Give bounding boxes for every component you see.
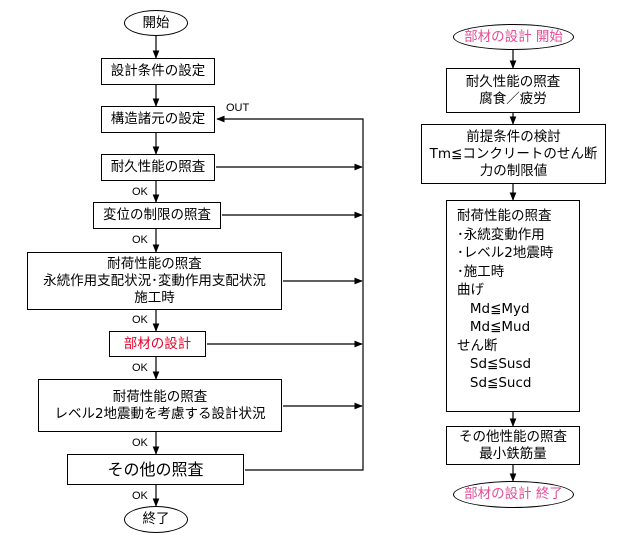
load-detail-line: Sd≦Sucd	[457, 374, 532, 391]
load-check-construction: 施工時	[134, 289, 175, 306]
load-detail-line: Md≦Myd	[457, 300, 530, 317]
other-performance-box: その他性能の照査 最小鉄筋量	[446, 426, 580, 465]
load-detail-line: Sd≦Susd	[457, 356, 532, 372]
ok-label-5: OK	[132, 437, 148, 449]
ok-label-3: OK	[132, 314, 148, 326]
load-detail-line: 曲げ	[457, 282, 484, 298]
load-detail-line: ･永続変動作用	[457, 226, 545, 243]
design-conditions-label: 設計条件の設定	[110, 63, 206, 79]
structural-specs-box: 構造諸元の設定	[101, 106, 215, 133]
start-label: 開始	[142, 14, 170, 31]
seismic-check-condition: レベル2地震動を考慮する設計状況	[54, 405, 266, 422]
load-detail-line: 耐荷性能の照査	[457, 208, 552, 224]
load-check-conditions: 永続作用支配状況･変動作用支配状況	[43, 272, 266, 289]
structural-specs-label: 構造諸元の設定	[110, 111, 206, 127]
member-design-label: 部材の設計	[123, 335, 192, 352]
member-design-box: 部材の設計	[109, 331, 206, 357]
load-detail-line: せん断	[457, 337, 498, 354]
member-design-start-terminal: 部材の設計 開始	[453, 24, 574, 50]
ok-label-4: OK	[132, 362, 148, 374]
other-check-box: その他の照査	[67, 454, 244, 485]
seismic-check-box: 耐荷性能の照査 レベル2地震動を考慮する設計状況	[38, 379, 282, 432]
other-check-label: その他の照査	[107, 460, 204, 479]
ok-label-2: OK	[132, 234, 148, 246]
start-terminal: 開始	[124, 10, 188, 36]
durability-detail-right: 腐食／疲労	[479, 90, 547, 107]
member-design-end-terminal: 部材の設計 終了	[453, 481, 574, 508]
end-label: 終了	[142, 511, 170, 527]
premise-condition: Tm≦コンクリートのせん断	[429, 145, 598, 162]
load-check-detail-box: 耐荷性能の照査 ･永続変動作用 ･レベル2地震時 ･施工時 曲げ Md≦Myd …	[446, 200, 580, 412]
load-check-title: 耐荷性能の照査	[107, 255, 202, 272]
load-detail-line: ･レベル2地震時	[457, 245, 554, 261]
seismic-check-title: 耐荷性能の照査	[112, 388, 208, 405]
member-design-start-label: 部材の設計 開始	[464, 28, 563, 45]
out-label: OUT	[226, 102, 250, 114]
displacement-limit-label: 変位の制限の照査	[103, 207, 211, 223]
load-check-box: 耐荷性能の照査 永続作用支配状況･変動作用支配状況 施工時	[27, 252, 282, 310]
end-terminal: 終了	[124, 506, 188, 533]
other-performance-detail: 最小鉄筋量	[479, 445, 547, 462]
ok-label-6: OK	[132, 490, 148, 502]
durability-title-right: 耐久性能の照査	[465, 73, 561, 90]
premise-title: 前提条件の検討	[466, 128, 561, 145]
load-detail-line: ･施工時	[457, 263, 505, 280]
other-performance-title: その他性能の照査	[459, 428, 567, 445]
design-conditions-box: 設計条件の設定	[101, 58, 215, 85]
member-design-end-label: 部材の設計 終了	[464, 486, 563, 502]
load-detail-line: Md≦Mud	[457, 319, 531, 335]
premise-limit: 力の制限値	[479, 162, 548, 179]
durability-check-box: 耐久性能の照査	[101, 154, 215, 181]
premise-check-box: 前提条件の検討 Tm≦コンクリートのせん断 力の制限値	[421, 124, 606, 184]
durability-check-box-right: 耐久性能の照査 腐食／疲労	[446, 68, 580, 113]
durability-check-label: 耐久性能の照査	[110, 159, 206, 175]
ok-label-1: OK	[132, 186, 148, 198]
displacement-limit-box: 変位の制限の照査	[93, 202, 221, 229]
